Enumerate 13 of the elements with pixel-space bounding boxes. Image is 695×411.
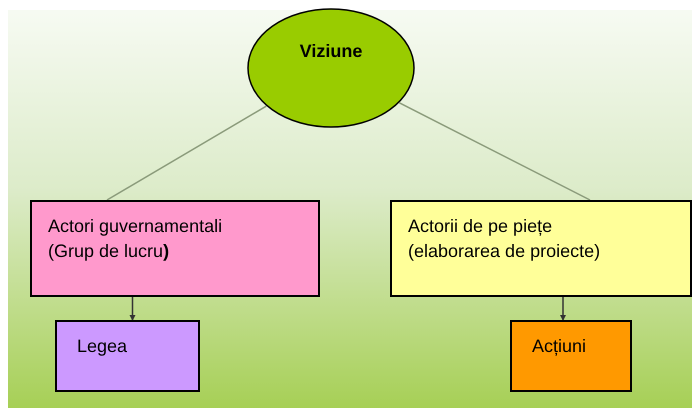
process-box [30, 200, 320, 297]
node-label: Actorii de pe piețe (elaborarea de proiecte) [408, 215, 602, 263]
node-label: Acțiuni [532, 335, 588, 358]
node-label: Viziune [300, 40, 362, 63]
node-label: Actori guvernamentali (Grup de lucru) [48, 215, 224, 263]
arrow [130, 297, 136, 321]
process-box [55, 320, 200, 392]
connector-line [106, 106, 267, 201]
node-label: Legea [77, 335, 128, 358]
connector-line [399, 102, 590, 201]
process-box [390, 200, 692, 297]
arrow [560, 297, 566, 321]
process-box [510, 320, 632, 392]
